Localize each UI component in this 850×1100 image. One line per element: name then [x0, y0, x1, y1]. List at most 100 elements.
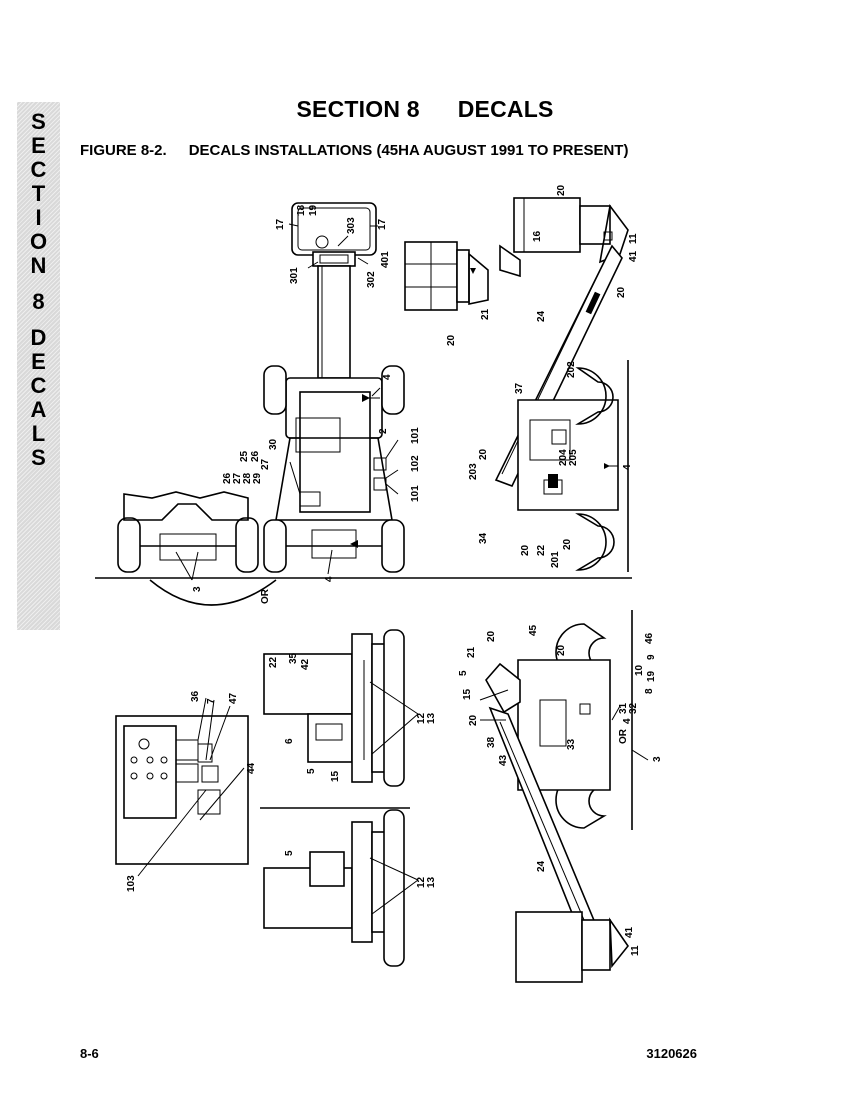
callout-20: 20: [468, 714, 479, 726]
callout-101: 101: [410, 427, 421, 444]
callout-44: 44: [246, 762, 257, 774]
callout-2: 2: [378, 428, 389, 434]
callout-21: 21: [480, 308, 491, 320]
callout-4: 4: [622, 718, 633, 724]
callout-36: 36: [190, 690, 201, 702]
side-tab-letter: D: [30, 325, 47, 350]
callout-10: 10: [634, 664, 645, 676]
callout-8: 8: [644, 688, 655, 694]
callout-29: 29: [252, 472, 263, 484]
callout-43: 43: [498, 754, 509, 766]
leader-lines: [137, 223, 649, 915]
callout-5: 5: [306, 768, 317, 774]
callout-17: 17: [377, 218, 388, 230]
callout-33: 33: [566, 738, 577, 750]
section-number: SECTION 8: [296, 96, 420, 122]
callout-19: 19: [308, 204, 319, 216]
side-tab-letter: C: [30, 157, 47, 182]
callout-5: 5: [284, 850, 295, 856]
callout-3: 3: [652, 756, 663, 762]
side-tab-letter: S: [31, 109, 46, 134]
axle-detail: [117, 491, 277, 606]
callout-or: OR: [260, 588, 271, 604]
callout-302: 302: [366, 271, 377, 288]
callout-16: 16: [532, 230, 543, 242]
callout-20: 20: [478, 448, 489, 460]
callout-or: OR: [618, 728, 629, 744]
callout-5: 5: [458, 670, 469, 676]
callout-41: 41: [628, 250, 639, 262]
callout-202: 202: [566, 361, 577, 378]
section-side-tab: S E C T I O N 8 D E C A L S: [17, 102, 60, 630]
side-tab-letter: T: [31, 181, 46, 206]
callout-20: 20: [556, 184, 567, 196]
side-tab-letter: E: [31, 133, 46, 158]
callout-42: 42: [300, 658, 311, 670]
side-tab-letter: C: [30, 373, 47, 398]
callout-46: 46: [644, 632, 655, 644]
callout-20: 20: [520, 544, 531, 556]
callout-19: 19: [646, 670, 657, 682]
callout-21: 21: [466, 646, 477, 658]
callout-27: 27: [260, 458, 271, 470]
callout-11: 11: [628, 233, 639, 244]
callout-3: 3: [192, 586, 203, 592]
callout-38: 38: [486, 736, 497, 748]
callout-18: 18: [296, 204, 307, 216]
callout-32: 32: [628, 702, 639, 714]
callout-31: 31: [618, 702, 629, 714]
callout-15: 15: [330, 770, 341, 782]
callout-4: 4: [382, 374, 393, 380]
callout-12: 12: [416, 712, 427, 724]
callout-13: 13: [426, 876, 437, 888]
callout-28: 28: [242, 472, 253, 484]
callout-24: 24: [536, 310, 547, 322]
figure-caption: DECALS INSTALLATIONS (45HA AUGUST 1991 T…: [188, 142, 629, 159]
callout-20: 20: [556, 644, 567, 656]
callout-12: 12: [416, 876, 427, 888]
callout-34: 34: [478, 532, 489, 544]
callout-20: 20: [446, 334, 457, 346]
callout-26: 26: [222, 472, 233, 484]
callout-17: 17: [275, 218, 286, 230]
callout-303: 303: [346, 217, 357, 234]
callout-35: 35: [288, 652, 299, 664]
figure-title: FIGURE 8-2.DECALS INSTALLATIONS (45HA AU…: [80, 142, 628, 159]
callout-103: 103: [126, 875, 137, 892]
document-number: 3120626: [646, 1046, 697, 1061]
callout-11: 11: [630, 945, 641, 956]
section-title: SECTION 8 DECALS: [0, 96, 850, 123]
callout-201: 201: [550, 551, 561, 568]
top-view-machine: [263, 202, 405, 573]
side-tab-letter: S: [31, 445, 46, 470]
callout-401: 401: [380, 251, 391, 268]
side-tab-letter: N: [30, 253, 47, 278]
side-tab-letter: A: [30, 397, 47, 422]
callout-7: 7: [206, 698, 217, 704]
callout-22: 22: [268, 656, 279, 668]
callout-25: 25: [239, 450, 250, 462]
callout-13: 13: [426, 712, 437, 724]
callout-101: 101: [410, 485, 421, 502]
side-view-machine-left: [485, 610, 633, 983]
callout-20: 20: [486, 630, 497, 642]
callout-4: 4: [622, 464, 633, 470]
callout-20: 20: [616, 286, 627, 298]
callout-15: 15: [462, 688, 473, 700]
callout-47: 47: [228, 692, 239, 704]
callout-20: 20: [562, 538, 573, 550]
callout-4: 4: [324, 576, 335, 582]
callout-45: 45: [528, 624, 539, 636]
callout-25: 26: [250, 450, 261, 462]
side-view-machine-right: [494, 197, 629, 572]
side-tab-letter: 8: [32, 289, 45, 314]
callout-37: 37: [514, 382, 525, 394]
side-tab-letter: O: [29, 229, 48, 254]
section-name: DECALS: [457, 96, 554, 122]
page-number: 8-6: [80, 1046, 99, 1061]
callout-6: 6: [284, 738, 295, 744]
platform-detail: [404, 241, 489, 311]
callout-30: 30: [268, 438, 279, 450]
control-panel-detail: [115, 715, 249, 865]
